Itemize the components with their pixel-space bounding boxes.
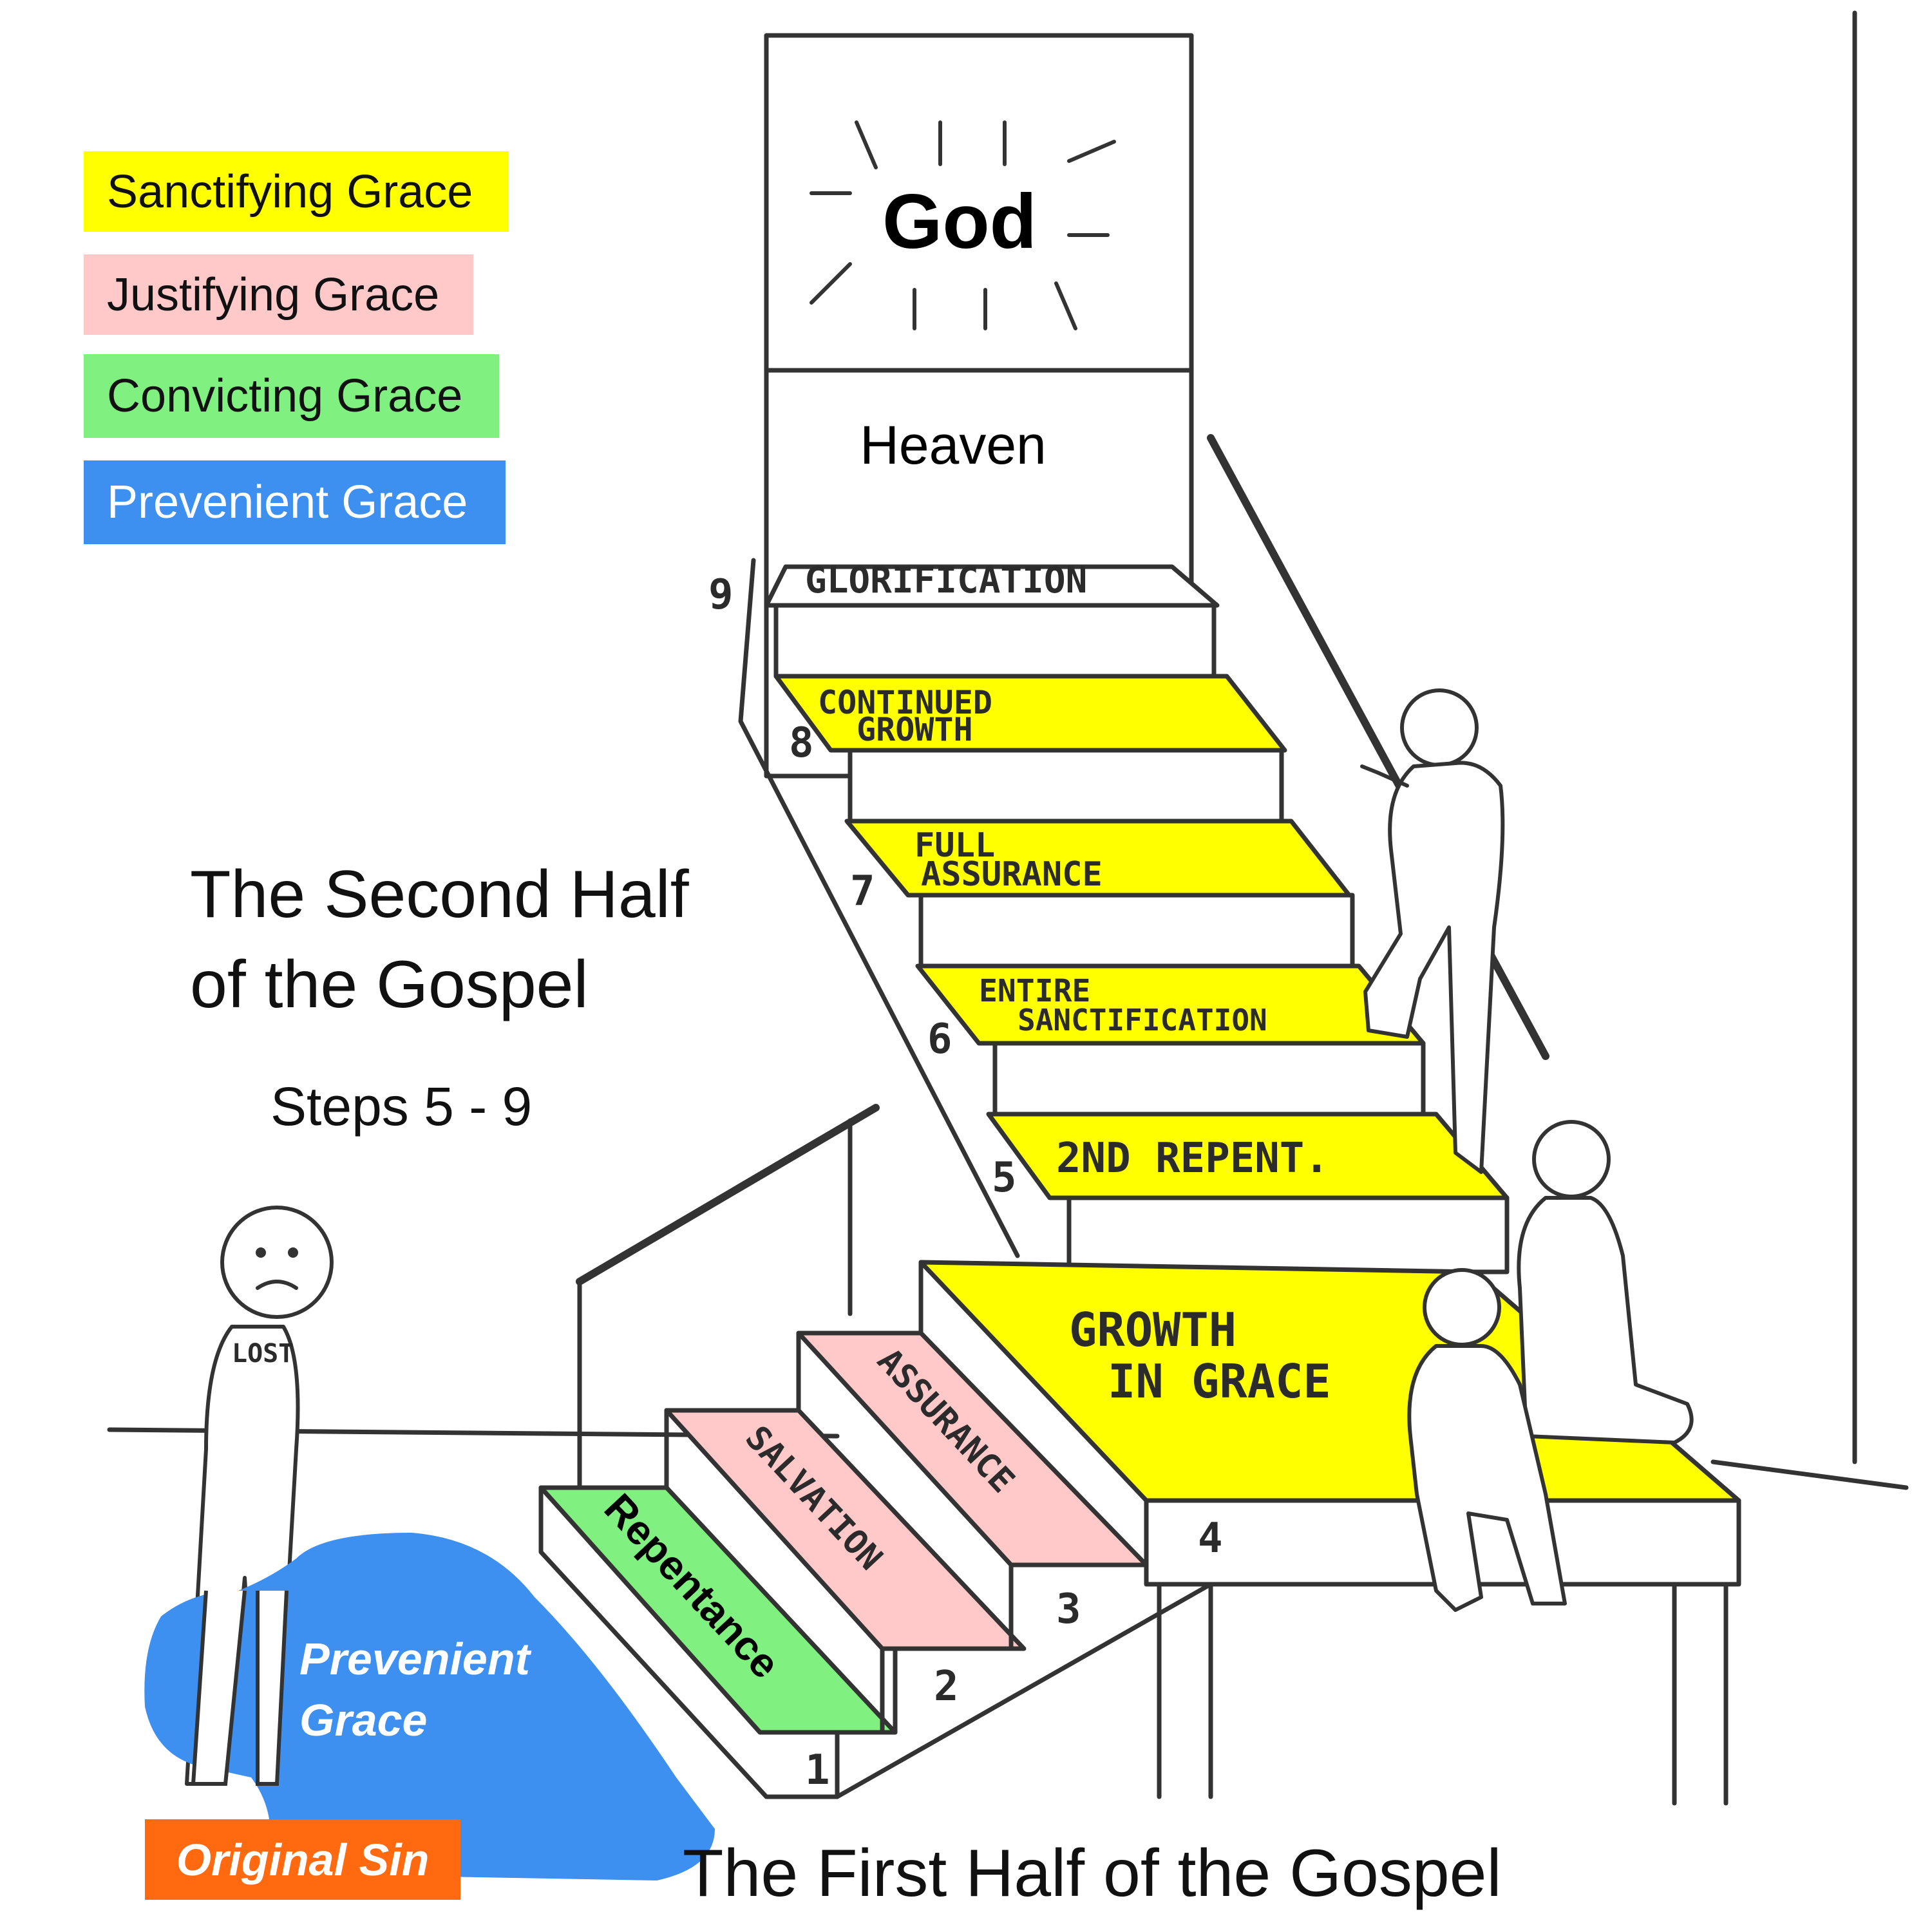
step-5-label: 2ND REPENT. bbox=[1056, 1135, 1329, 1182]
original-sin-tag: Original Sin bbox=[145, 1819, 460, 1900]
step-9-tread bbox=[764, 564, 1220, 608]
climbing-figure bbox=[1360, 688, 1505, 1174]
step-number-9: 9 bbox=[708, 571, 734, 619]
step-9-label: GLORIFICATION bbox=[805, 560, 1087, 601]
pool-label-line1: Prevenient bbox=[299, 1634, 532, 1684]
sitting-figure-front bbox=[1407, 1268, 1567, 1612]
legend-label-justifying: Justifying Grace bbox=[107, 269, 440, 321]
legend-prevenient-grace: Prevenient Grace bbox=[84, 460, 506, 544]
heaven-label: Heaven bbox=[860, 415, 1046, 475]
god-rays bbox=[810, 120, 1116, 330]
step-5-riser bbox=[1066, 1195, 1510, 1274]
step-8-label-line1: CONTINUED bbox=[818, 684, 992, 721]
step-4-label-line1: GROWTH bbox=[1069, 1303, 1236, 1357]
step-4-label-line2: IN GRACE bbox=[1108, 1354, 1331, 1408]
legend-convicting-grace: Convicting Grace bbox=[84, 354, 499, 438]
second-half-title-line2: of the Gospel bbox=[190, 947, 589, 1022]
step-number-5: 5 bbox=[992, 1154, 1017, 1202]
step-7-riser bbox=[918, 893, 1355, 969]
legend-label-sanctifying: Sanctifying Grace bbox=[107, 166, 473, 218]
step-number-8: 8 bbox=[789, 719, 814, 767]
lost-label: LOST bbox=[232, 1339, 294, 1368]
step-7-label-line1: FULL bbox=[914, 826, 995, 865]
sitting-figure-back bbox=[1517, 1120, 1694, 1444]
step-number-6: 6 bbox=[927, 1016, 952, 1063]
legend-label-convicting: Convicting Grace bbox=[107, 370, 463, 422]
second-half-title-line1: The Second Half bbox=[190, 857, 689, 932]
step-2-tread bbox=[664, 1408, 1027, 1651]
step-8-tread bbox=[773, 674, 1287, 753]
legend-sanctifying-grace: Sanctifying Grace bbox=[84, 151, 509, 232]
step-3-tread bbox=[796, 1331, 1149, 1567]
lower-handrail bbox=[576, 1104, 880, 1285]
step-8-label-line2: GROWTH bbox=[857, 711, 973, 748]
legend-label-prevenient: Prevenient Grace bbox=[107, 477, 468, 528]
step-1-front bbox=[538, 1485, 840, 1799]
second-half-steps: Steps 5 - 9 bbox=[270, 1076, 533, 1137]
step-number-7: 7 bbox=[850, 867, 875, 915]
step-8-riser bbox=[848, 748, 1284, 824]
step-number-4: 4 bbox=[1198, 1515, 1223, 1562]
upper-stair-stringer bbox=[738, 558, 1020, 1258]
step-7-label-line2: ASSURANCE bbox=[921, 855, 1103, 894]
god-label: God bbox=[882, 178, 1037, 265]
pool-label-line2: Grace bbox=[299, 1695, 427, 1745]
step-number-2: 2 bbox=[934, 1663, 959, 1710]
step-number-1: 1 bbox=[805, 1747, 830, 1794]
step-6-label-line1: ENTIRE bbox=[979, 973, 1090, 1009]
step-9-riser bbox=[773, 603, 1217, 679]
step-6-riser bbox=[992, 1041, 1426, 1117]
legend-justifying-grace: Justifying Grace bbox=[84, 254, 473, 335]
step-6-label-line2: SANCTIFICATION bbox=[1018, 1003, 1267, 1037]
step-number-3: 3 bbox=[1056, 1586, 1081, 1633]
floor-line-right bbox=[1710, 1459, 1909, 1490]
original-sin-label: Original Sin bbox=[176, 1834, 430, 1885]
first-half-title: The First Half of the Gospel bbox=[683, 1836, 1502, 1911]
